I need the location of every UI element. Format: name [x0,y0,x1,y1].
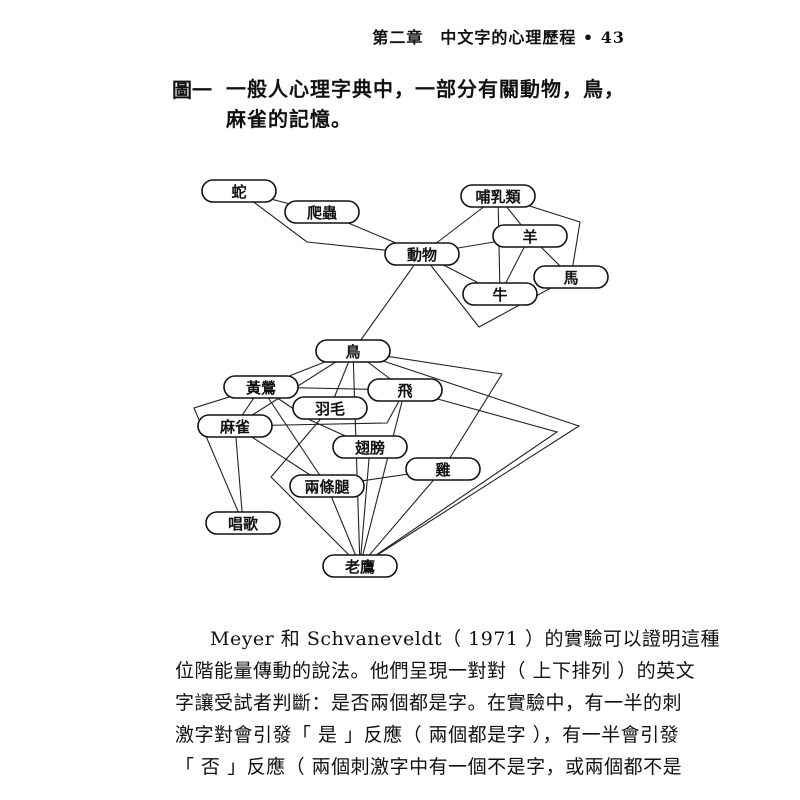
node-box [205,511,281,535]
body-line-5: 「 否 」反應（ 兩個刺激字中有一個不是字，或兩個都不是 [175,756,683,778]
node-box [292,396,368,420]
edge-27 [234,425,244,524]
node-label: 蛇 [231,183,246,201]
node-box [289,474,365,498]
node-15: 唱歌 [205,511,281,535]
node-label: 老鷹 [344,558,375,576]
node-box [462,282,538,306]
node-5: 馬 [533,265,609,289]
node-label: 牛 [492,286,507,304]
edge-30 [326,485,361,567]
edge-34 [270,407,361,567]
node-box [367,378,443,402]
node-label: 麻雀 [219,418,250,436]
node-0: 蛇 [201,179,277,203]
node-13: 雞 [405,457,481,481]
node-box [284,200,360,224]
edge-18 [352,350,503,470]
edge-1 [238,190,423,255]
body-line-2: 位階能量傳動的說法。他們呈現一對對（ 上下排列 ）的英文 [175,660,696,682]
body-line-1: Meyer 和 Schvaneveldt（ 1971 ）的實驗可以證明這種 [210,628,721,650]
node-label: 動物 [407,246,437,264]
node-2: 動物 [384,242,460,266]
edge-19 [352,350,581,567]
node-label: 羊 [522,228,537,246]
node-box [332,435,408,459]
node-14: 兩條腿 [289,474,365,498]
figure-caption: 一般人心理字典中，一部分有關動物，鳥，麻雀的記憶。 [226,77,625,131]
node-box [533,265,609,289]
node-box [492,224,568,248]
node-label: 哺乳類 [475,188,521,206]
body-line-3: 字讓受試者判斷：是否兩個都是字。在實驗中，有一半的刺 [175,692,683,714]
node-label: 黃鶯 [246,379,276,397]
node-label: 鳥 [345,343,360,361]
node-box [405,457,481,481]
node-4: 羊 [492,224,568,248]
node-box [460,184,536,208]
node-box [197,414,273,438]
node-3: 哺乳類 [460,184,536,208]
node-8: 黃鶯 [223,375,299,399]
node-label: 羽毛 [315,400,345,418]
node-10: 羽毛 [292,396,368,420]
node-label: 雞 [434,461,450,479]
node-11: 麻雀 [197,414,273,438]
node-9: 飛 [367,378,443,402]
node-label: 飛 [396,382,412,400]
figure-label: 圖一 [172,78,212,102]
body-line-4: 激字對會引發「 是 」反應（ 兩個都是字 ），有一半會引發 [175,724,680,746]
edge-31 [359,446,371,567]
edge-33 [359,468,444,567]
node-box [322,554,398,578]
node-box [384,242,460,266]
node-label: 唱歌 [228,515,259,533]
node-box [315,339,391,363]
node-box [223,375,299,399]
edge-12 [352,253,423,352]
node-16: 老鷹 [322,554,398,578]
node-1: 爬蟲 [284,200,360,224]
edge-6 [421,253,572,328]
edge-32 [359,389,406,567]
node-label: 馬 [563,269,578,287]
edge-20 [359,389,559,567]
node-label: 爬蟲 [306,204,337,222]
node-6: 牛 [462,282,538,306]
node-box [201,179,277,203]
running-header: 第二章 中文字的心理歷程 • 43 [372,28,625,47]
node-label: 翅膀 [354,439,385,457]
edge-23 [193,386,262,524]
edge-25 [260,386,328,487]
node-12: 翅膀 [332,435,408,459]
node-label: 兩條腿 [304,478,349,496]
node-7: 鳥 [315,339,391,363]
